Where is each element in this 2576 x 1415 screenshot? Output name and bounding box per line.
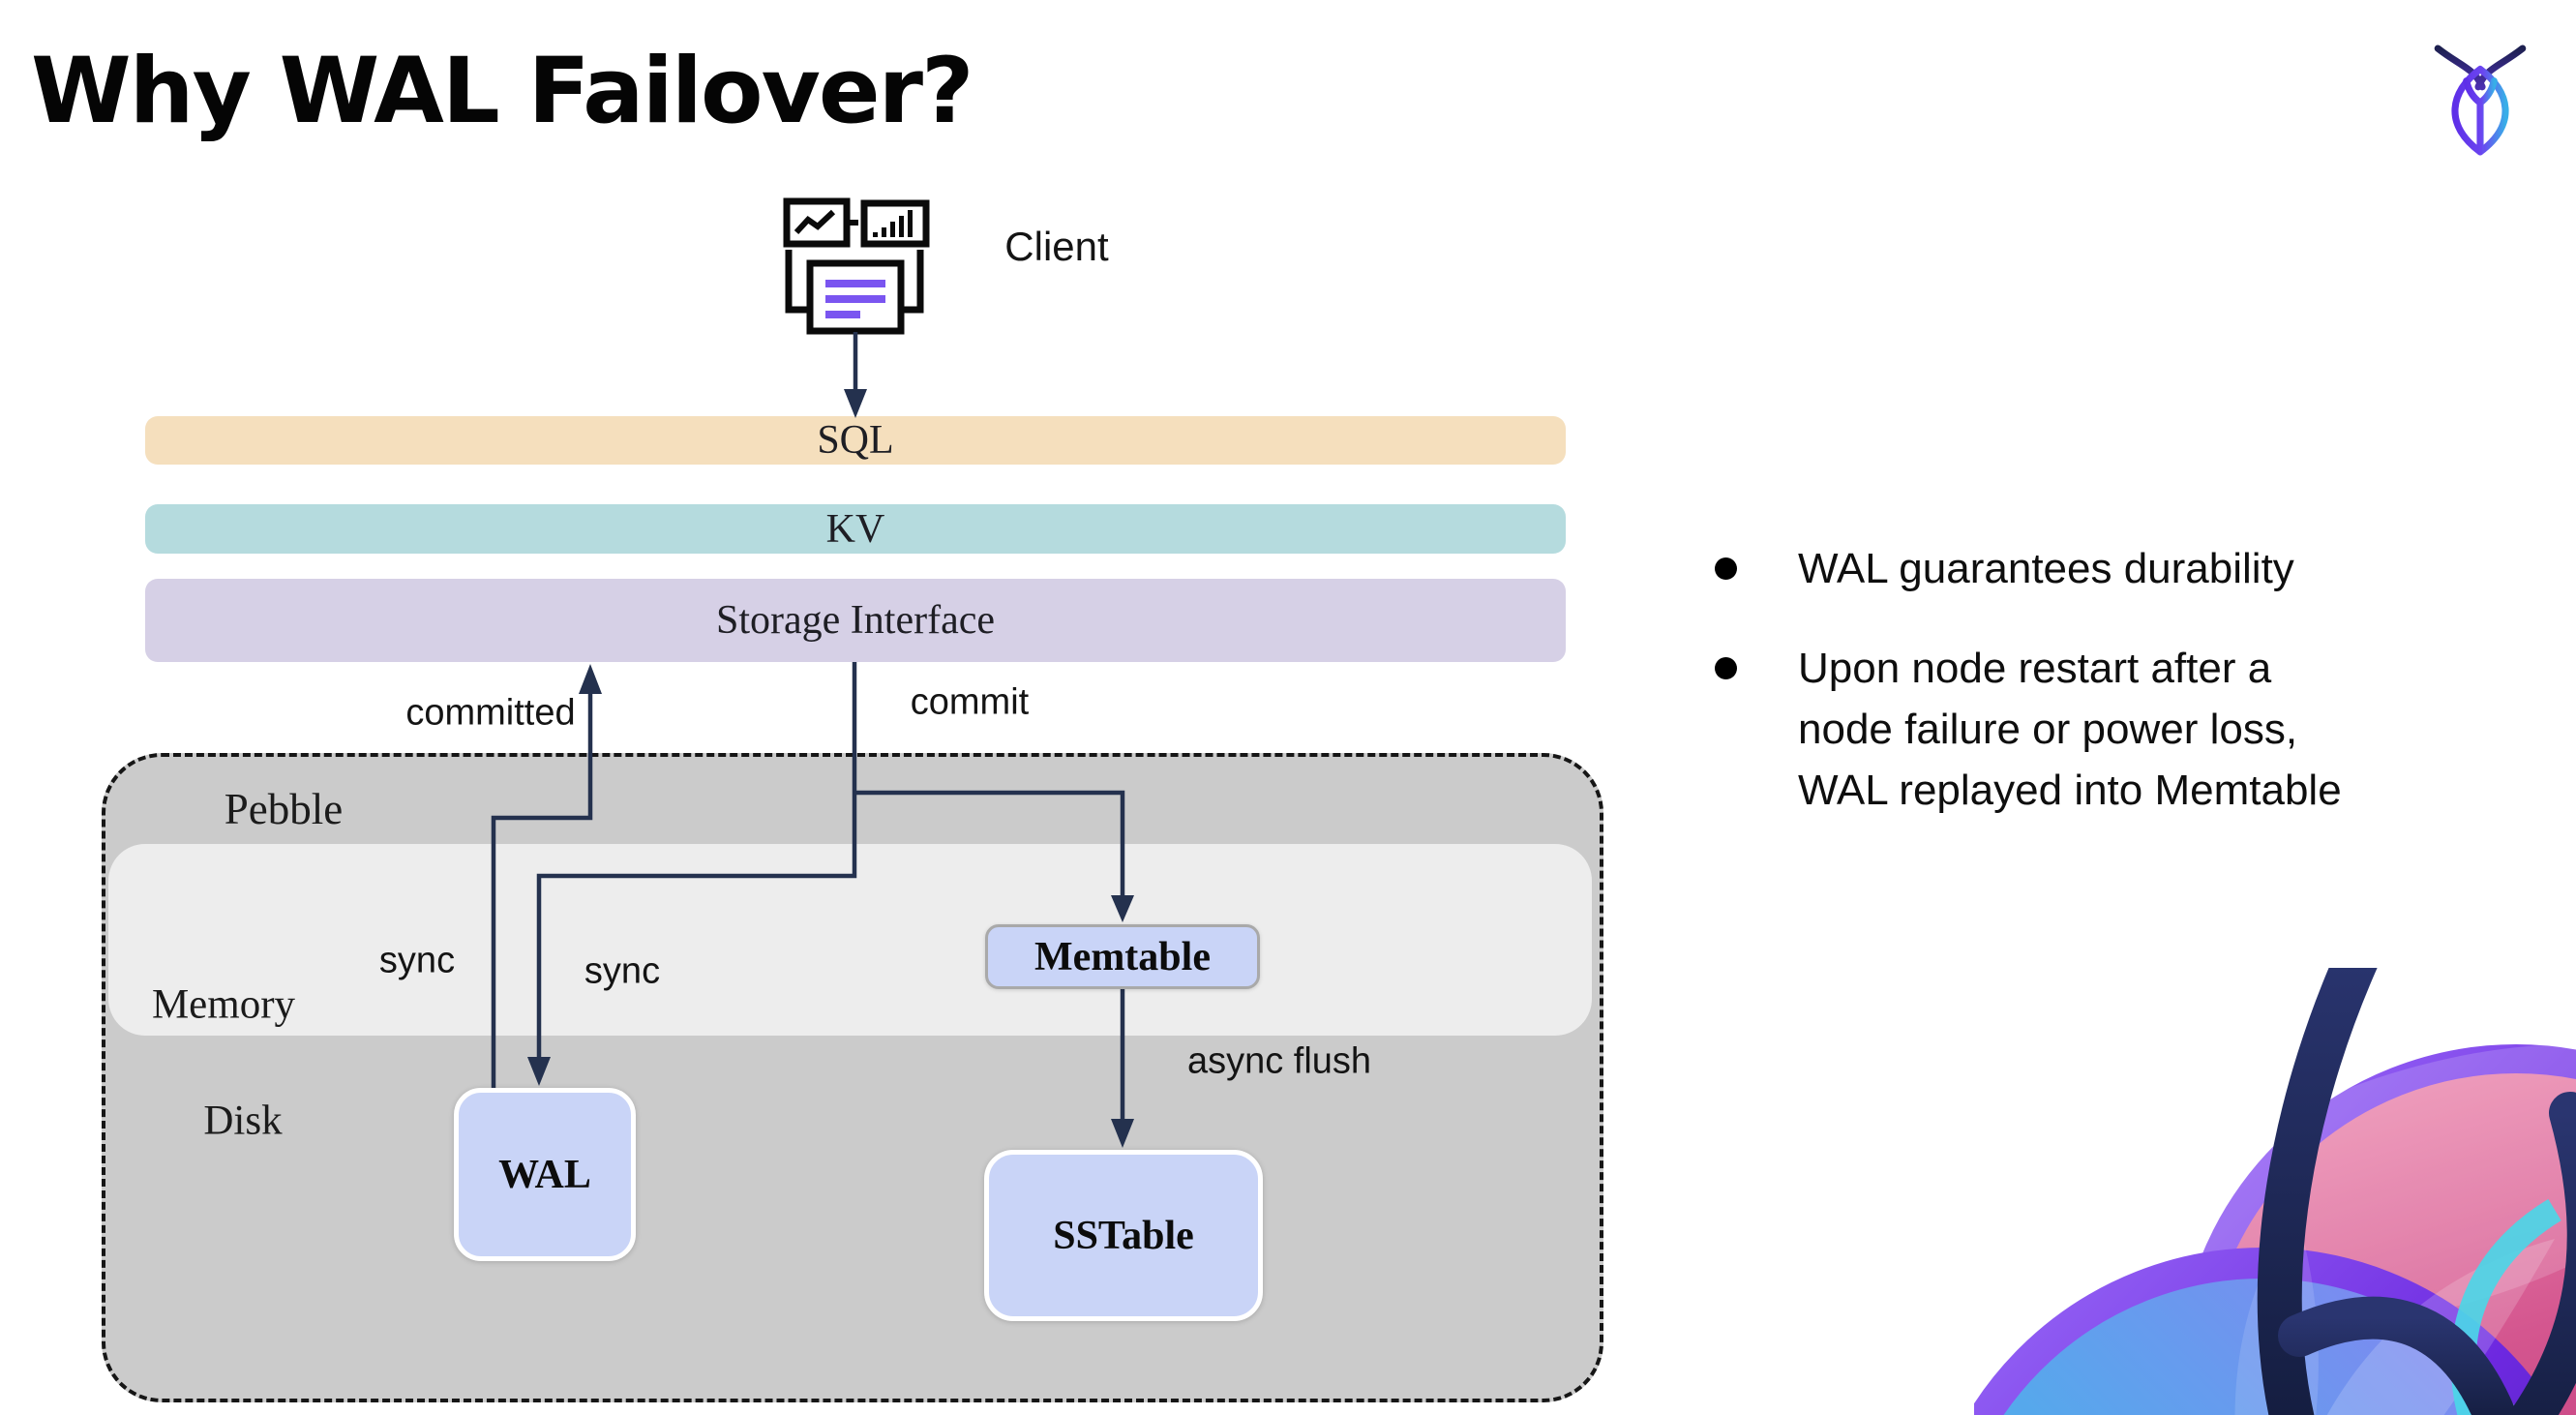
layer-sql: SQL	[145, 416, 1566, 465]
pebble-label: Pebble	[224, 785, 344, 833]
memtable-node-label: Memtable	[1034, 934, 1211, 979]
sstable-node: SSTable	[984, 1150, 1263, 1321]
layer-storage-interface-label: Storage Interface	[716, 598, 995, 643]
memory-band	[108, 844, 1592, 1036]
layer-storage-interface: Storage Interface	[145, 579, 1566, 662]
cockroachdb-brand-art	[1974, 968, 2576, 1415]
edge-label-sync-right: sync	[584, 950, 661, 992]
bullet-list: WAL guarantees durability Upon node rest…	[1715, 538, 2537, 859]
layer-kv-label: KV	[825, 506, 885, 552]
bullet-line: node failure or power loss,	[1798, 706, 2298, 753]
bullet-item-replay: Upon node restart after a node failure o…	[1715, 638, 2537, 821]
memory-label: Memory	[151, 981, 296, 1028]
edge-label-sync-left: sync	[378, 940, 456, 981]
edge-label-committed: committed	[405, 692, 576, 734]
bullet-line: WAL guarantees durability	[1798, 545, 2294, 592]
client-analytics-icon	[783, 197, 930, 335]
disk-label: Disk	[203, 1098, 283, 1144]
bullet-dot	[1715, 557, 1737, 580]
bullet-item-durability: WAL guarantees durability	[1715, 538, 2537, 599]
edge-label-commit: commit	[910, 681, 1030, 723]
client-label: Client	[1004, 224, 1109, 269]
wal-node-label: WAL	[498, 1152, 591, 1197]
layer-sql-label: SQL	[817, 418, 894, 463]
edge-label-async-flush: async flush	[1186, 1040, 1372, 1082]
wal-node: WAL	[454, 1088, 636, 1261]
layer-kv: KV	[145, 504, 1566, 554]
sstable-node-label: SSTable	[1053, 1213, 1194, 1258]
memtable-node: Memtable	[985, 924, 1260, 989]
bullet-line: Upon node restart after a	[1798, 645, 2272, 692]
arrowhead-up-committed	[579, 664, 602, 694]
page-title: Why WAL Failover?	[31, 39, 974, 144]
bullet-dot	[1715, 657, 1737, 679]
cockroachdb-logo	[2434, 45, 2527, 156]
bullet-line: WAL replayed into Memtable	[1798, 767, 2342, 814]
arrowhead-down-sql	[844, 389, 867, 418]
